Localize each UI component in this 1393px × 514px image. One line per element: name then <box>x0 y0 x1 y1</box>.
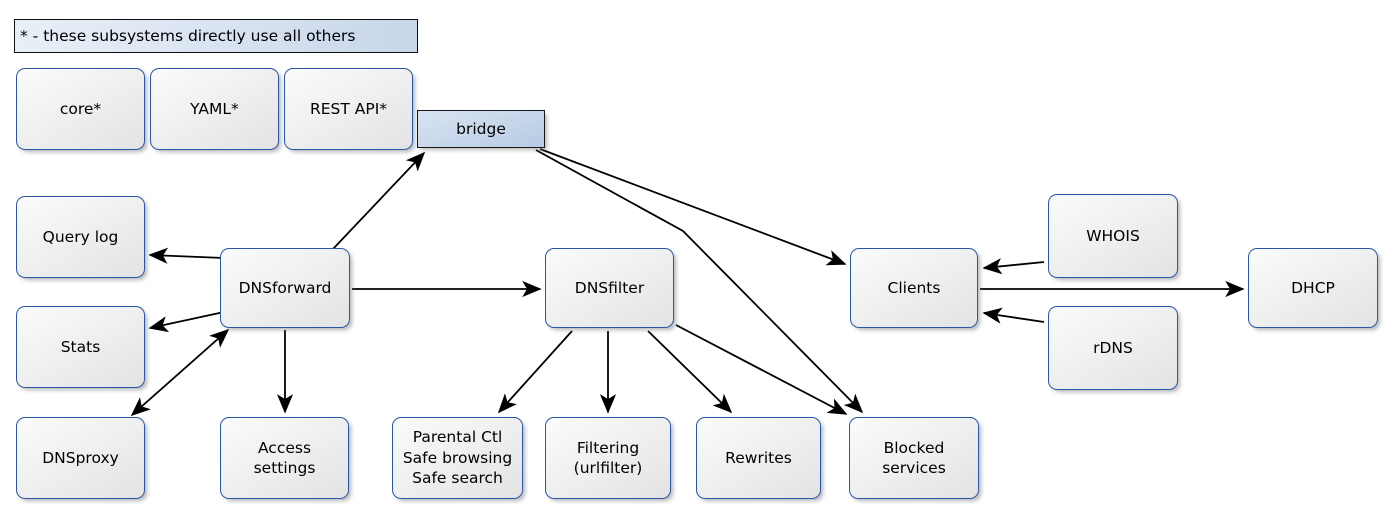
edge-dnsforward-bridge <box>332 151 426 250</box>
node-restapi[interactable]: REST API* <box>284 68 413 150</box>
node-dnsforward[interactable]: DNSforward <box>220 248 350 328</box>
edge-dnsforward-dnsproxy <box>130 328 230 417</box>
edge-whois-clients <box>982 258 1045 275</box>
edge-dnsfilter-blockedservices <box>675 324 848 415</box>
node-filtering[interactable]: Filtering (urlfilter) <box>545 417 671 499</box>
node-parentalctl[interactable]: Parental Ctl Safe browsing Safe search <box>392 417 523 499</box>
legend-note: * - these subsystems directly use all ot… <box>14 19 418 53</box>
node-dnsfilter[interactable]: DNSfilter <box>545 248 674 328</box>
edge-bridge-clients <box>539 148 847 266</box>
node-dnsproxy[interactable]: DNSproxy <box>16 417 145 499</box>
node-yaml[interactable]: YAML* <box>150 68 279 150</box>
node-rewrites[interactable]: Rewrites <box>696 417 821 499</box>
node-accesssettings[interactable]: Access settings <box>220 417 349 499</box>
node-core[interactable]: core* <box>16 68 145 150</box>
legend-text: * - these subsystems directly use all ot… <box>20 27 356 45</box>
node-stats[interactable]: Stats <box>16 306 145 388</box>
node-querylog[interactable]: Query log <box>16 196 145 278</box>
edge-dnsforward-stats <box>148 311 225 333</box>
edge-rdns-clients <box>982 307 1045 324</box>
edge-dnsfilter-rewrites <box>647 330 733 414</box>
node-dhcp[interactable]: DHCP <box>1248 248 1378 328</box>
node-clients[interactable]: Clients <box>850 248 978 328</box>
node-blockedservices[interactable]: Blocked services <box>849 417 979 499</box>
edge-dnsforward-querylog <box>148 247 225 264</box>
node-rdns[interactable]: rDNS <box>1048 306 1178 390</box>
node-whois[interactable]: WHOIS <box>1048 194 1178 278</box>
edge-dnsfilter-parentalctl <box>497 330 573 414</box>
node-bridge[interactable]: bridge <box>417 110 545 148</box>
